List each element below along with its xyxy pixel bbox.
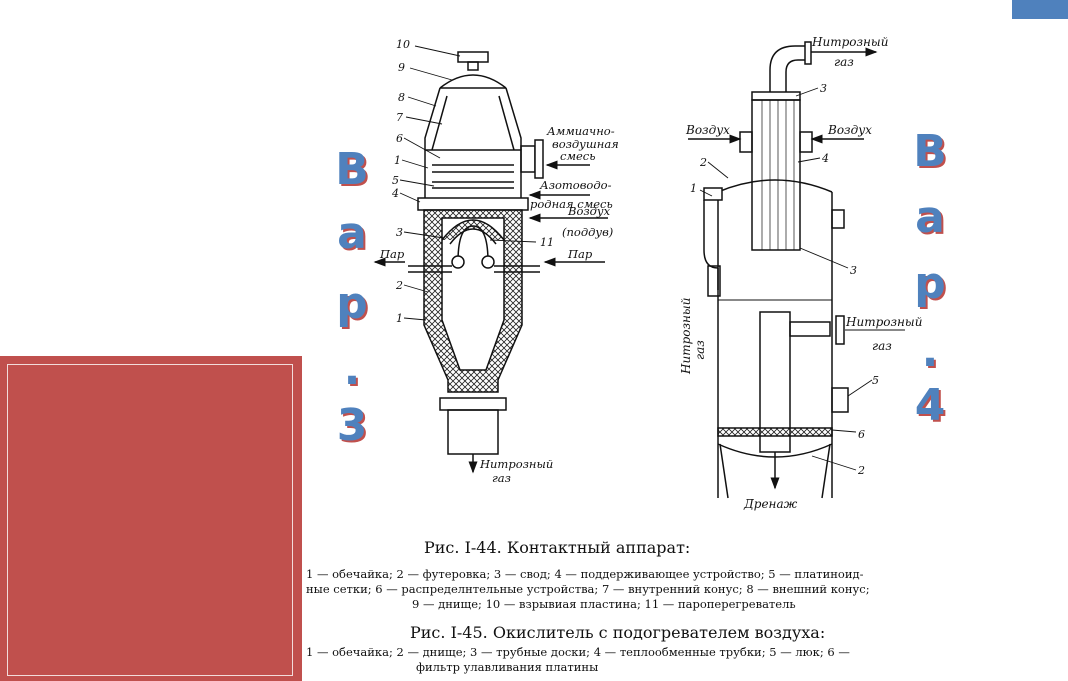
part-number: 5 bbox=[392, 174, 399, 187]
part-number: 5 bbox=[872, 374, 879, 387]
fig45-caption-line: фильтр улавливания платины bbox=[416, 660, 599, 674]
variant-3-letter-3: р bbox=[336, 278, 368, 329]
part-number: 10 bbox=[396, 38, 410, 51]
part-number: 2 bbox=[699, 156, 707, 169]
air-label: Воздух bbox=[567, 204, 611, 218]
variant-4-letter-2: а bbox=[915, 192, 945, 243]
part-number: 6 bbox=[396, 132, 403, 145]
nitrogen-hydrogen-label: Азотоводо- bbox=[539, 178, 612, 192]
fig44-caption-title: Рис. I-44. Контактный аппарат: bbox=[424, 538, 691, 557]
nitrous-gas-label: газ bbox=[834, 55, 854, 69]
nitrous-gas-label: Нитрозный bbox=[479, 457, 553, 471]
fig44-caption-line: 1 — обечайка; 2 — футеровка; 3 — свод; 4… bbox=[306, 567, 864, 581]
nitrous-gas-label: газ bbox=[492, 471, 511, 485]
oxidizer-drawing bbox=[688, 41, 905, 499]
variant-3-letter-1: В bbox=[335, 144, 369, 195]
part-number: 7 bbox=[396, 111, 403, 124]
drain-label: Дренаж bbox=[743, 497, 798, 511]
part-number: 2 bbox=[857, 464, 865, 477]
nitrous-gas-label: газ bbox=[693, 340, 707, 360]
part-number: 8 bbox=[398, 91, 405, 104]
steam-label: Пар bbox=[379, 247, 405, 261]
part-number: 9 bbox=[398, 61, 405, 74]
variant-3-letter-4: . bbox=[343, 344, 361, 395]
ammonia-air-label: смесь bbox=[560, 149, 595, 163]
part-number: 6 bbox=[858, 428, 865, 441]
fig44-caption-line: 9 — днище; 10 — взрывиая пластина; 11 — … bbox=[412, 597, 796, 611]
nitrous-gas-vertical-label: Нитрозный газ bbox=[679, 298, 707, 375]
fig44-caption-line: ные сетки; 6 — распределнтельные устройс… bbox=[306, 582, 870, 596]
oxidizer-flow-labels: Нитрозный газ Воздух Воздух Нитрозный га… bbox=[679, 35, 922, 511]
nitrous-gas-label: газ bbox=[872, 339, 892, 353]
nitrous-gas-label: Нитрозный bbox=[811, 35, 888, 49]
part-number: 1 bbox=[394, 154, 401, 167]
part-number: 4 bbox=[821, 152, 829, 165]
part-number: 4 bbox=[391, 187, 399, 200]
nitrous-gas-label: Нитрозный bbox=[679, 298, 693, 375]
part-number: 3 bbox=[820, 82, 827, 95]
ammonia-air-label: воздушная bbox=[552, 137, 619, 151]
accent-bar bbox=[1012, 0, 1068, 19]
oxidizer-part-numbers: 3 4 2 1 3 5 6 2 bbox=[690, 82, 879, 477]
decorative-panel-border bbox=[7, 364, 293, 676]
fig45-caption-title: Рис. I-45. Окислитель с подогревателем в… bbox=[410, 623, 826, 642]
part-number: 1 bbox=[690, 182, 697, 195]
blow-label: (поддув) bbox=[562, 225, 613, 239]
variant-4-letter-3: р bbox=[914, 258, 946, 309]
nitrous-gas-label: Нитрозный bbox=[845, 315, 922, 329]
contact-apparatus-flow-labels: Аммиачно- воздушная смесь Азотоводо- род… bbox=[379, 124, 619, 485]
contact-apparatus-part-numbers: 10 9 8 7 6 1 5 4 3 2 1 11 bbox=[391, 38, 554, 325]
part-number: 3 bbox=[396, 226, 403, 239]
part-number: 11 bbox=[540, 236, 554, 249]
variant-4-letter-1: В bbox=[913, 126, 947, 177]
contact-apparatus-drawing bbox=[373, 45, 608, 474]
variant-3-letter-5: 3 bbox=[336, 400, 368, 451]
steam-label: Пар bbox=[567, 247, 593, 261]
fig45-caption-line: 1 — обечайка; 2 — днище; 3 — трубные дос… bbox=[306, 645, 850, 659]
variant-4-letter-4: . bbox=[921, 326, 939, 377]
ammonia-air-label: Аммиачно- bbox=[546, 124, 615, 138]
variant-3-letter-2: а bbox=[337, 208, 367, 259]
part-number: 2 bbox=[395, 279, 403, 292]
nitrogen-hydrogen-label: родная смесь bbox=[530, 197, 613, 211]
air-label: Воздух bbox=[685, 123, 730, 137]
part-number: 1 bbox=[396, 312, 403, 325]
part-number: 3 bbox=[850, 264, 857, 277]
variant-4-letter-5: 4 bbox=[914, 380, 946, 431]
decorative-panel bbox=[0, 356, 302, 681]
air-label: Воздух bbox=[827, 123, 872, 137]
